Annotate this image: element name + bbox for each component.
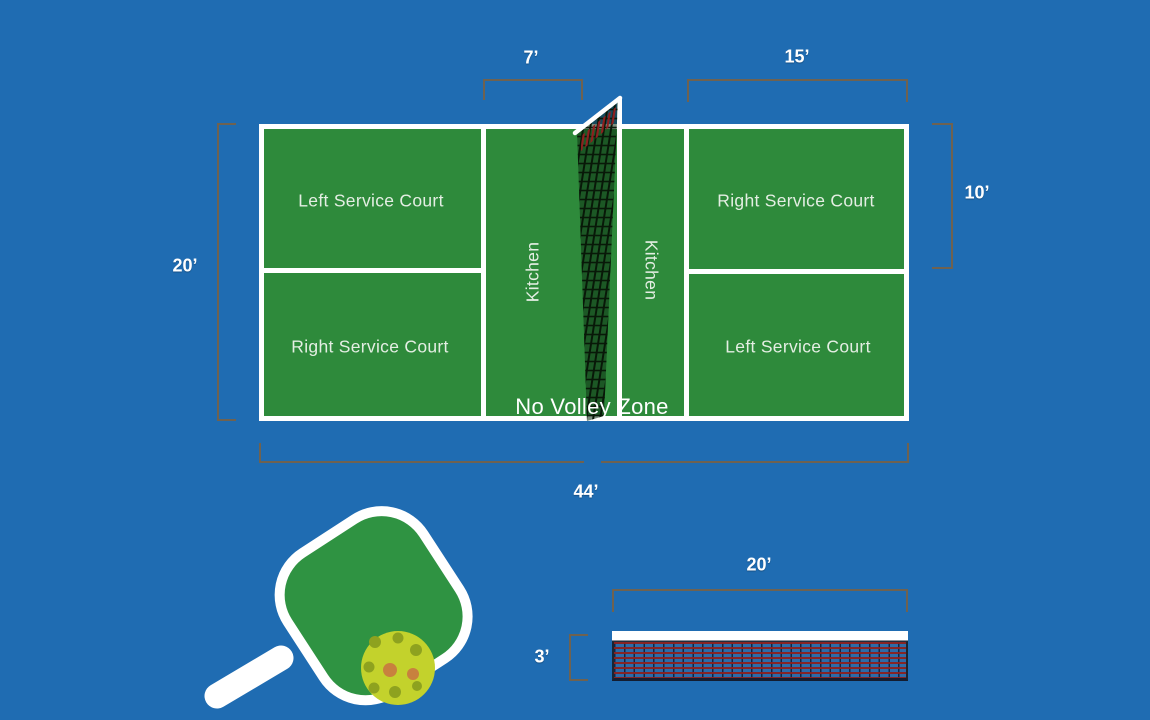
bracket-court-length-right [601, 443, 909, 463]
dimension-court-width: 20’ [172, 255, 198, 276]
paddle-handle [204, 645, 294, 709]
dimension-kitchen-depth: 7’ [523, 47, 539, 68]
net-top-tape [612, 631, 908, 641]
bracket-service-area-length [687, 79, 908, 102]
dimension-court-length: 44’ [573, 481, 599, 502]
bracket-kitchen-depth [483, 79, 583, 100]
net-centerline [617, 99, 622, 417]
bracket-court-width [217, 123, 236, 421]
label-no-volley-zone: No Volley Zone [515, 394, 669, 419]
pickleball [361, 631, 435, 705]
label-bottom-right-service-court: Left Service Court [725, 336, 871, 357]
label-kitchen-left: Kitchen [522, 241, 543, 303]
label-top-left-service-court: Left Service Court [298, 190, 444, 211]
dimension-service-court-width: 10’ [964, 182, 990, 203]
label-top-right-service-court: Right Service Court [717, 190, 875, 211]
centerline-left-half [259, 268, 486, 273]
dimension-net-length: 20’ [746, 554, 772, 575]
paddle-face [274, 506, 473, 706]
paddle-and-ball-illustration [204, 506, 473, 709]
net-front-mesh [612, 641, 908, 681]
dimension-net-height: 3’ [534, 646, 550, 667]
dimension-service-area-length: 15’ [784, 46, 810, 67]
bracket-net-length [612, 589, 908, 612]
bracket-court-length-left [259, 443, 584, 463]
bracket-net-height [569, 634, 588, 681]
label-kitchen-right: Kitchen [641, 239, 662, 301]
label-bottom-left-service-court: Right Service Court [291, 336, 449, 357]
centerline-right-half [686, 269, 909, 274]
bracket-service-court-width [932, 123, 953, 269]
